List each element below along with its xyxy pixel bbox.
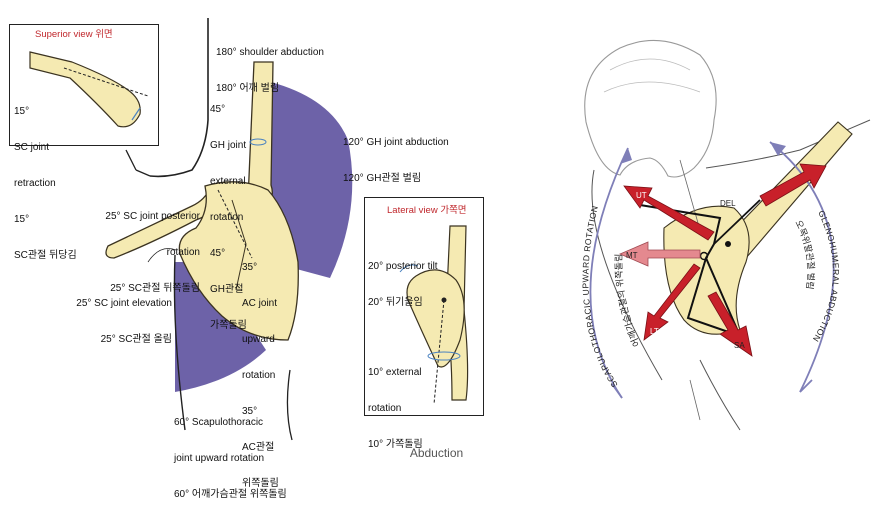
body-outline-lower bbox=[173, 254, 186, 431]
text-line: GH joint bbox=[210, 140, 247, 151]
text-line: 45° bbox=[210, 104, 226, 115]
text-line: 20° posterior tilt bbox=[368, 261, 438, 272]
text-line: retraction bbox=[14, 178, 56, 189]
arc-text: GLENOHUMERAL ABDUCTION bbox=[811, 209, 841, 344]
lateral-scapula bbox=[406, 269, 465, 368]
sc-posterior-rotation-label: 25° SC joint posterior rotation 25° SC관절… bbox=[50, 187, 200, 307]
text-line: 35° bbox=[242, 262, 258, 273]
text-line: rotation bbox=[166, 247, 200, 258]
text-line: 25° SC관절 올림 bbox=[100, 334, 172, 345]
body-outline-right bbox=[286, 369, 293, 441]
muscle-arrow-sa: SA bbox=[707, 291, 753, 357]
body-line bbox=[705, 119, 871, 169]
superior-clavicle bbox=[29, 51, 141, 128]
text-line: rotation bbox=[210, 212, 244, 223]
text-line: SC joint bbox=[14, 142, 50, 153]
text-line: 180° shoulder abduction bbox=[216, 47, 324, 58]
scapulothoracic-wedge bbox=[175, 262, 266, 392]
muscle-label: SA bbox=[734, 341, 745, 350]
muscle-arrow-lt: LT bbox=[643, 263, 701, 341]
muscle-arrow-mt: MT bbox=[618, 241, 701, 267]
scapula-bone-right bbox=[663, 205, 750, 335]
text-line: 15° bbox=[14, 214, 30, 225]
text-line: 20° 뒤기울임 bbox=[368, 297, 423, 308]
text-line: rotation bbox=[242, 370, 276, 381]
body-outline bbox=[149, 18, 209, 178]
text-line: 25° SC joint elevation bbox=[76, 298, 172, 309]
sc-elevation-label: 25° SC joint elevation 25° SC관절 올림 bbox=[30, 274, 172, 358]
gh-abduction-label: 120° GH joint abduction 120° GH관절 벌림 bbox=[343, 113, 449, 197]
right-figure-drawing: SCAPULOTHORACIC UPWARD ROTATION 어깨가슴관절의 … bbox=[580, 39, 871, 431]
text-line: rotation bbox=[368, 403, 402, 414]
arc-right-kr-label: 오목위팔관절 벌림 bbox=[792, 219, 817, 291]
text-line: 60° 어깨가슴관절 위쪽돌림 bbox=[174, 489, 287, 500]
muscle-label: DEL bbox=[720, 199, 736, 208]
arc-left-label: SCAPULOTHORACIC UPWARD ROTATION bbox=[580, 204, 619, 389]
text-line: 60° Scapulothoracic bbox=[174, 417, 264, 428]
arc-text: 어깨가슴관절의 위쪽돌림 bbox=[613, 254, 643, 349]
text-line: 15° bbox=[14, 106, 30, 117]
neck-lines bbox=[125, 149, 151, 177]
superior-view-title: Superior view 위면 bbox=[35, 29, 113, 40]
text-line: AC joint bbox=[242, 298, 278, 309]
muscle-label: MT bbox=[626, 251, 638, 260]
gh-external-rotation-label: 45° GH joint external rotation 45° GH관절 … bbox=[210, 80, 247, 344]
text-line: external bbox=[210, 176, 246, 187]
text-line: 45° bbox=[210, 248, 226, 259]
glenohumeral-arc bbox=[769, 141, 835, 393]
arc-left-kr-label: 어깨가슴관절의 위쪽돌림 bbox=[613, 254, 643, 349]
text-line: 120° GH joint abduction bbox=[343, 137, 449, 148]
text-line: AC관절 bbox=[242, 442, 275, 453]
scapula-spine bbox=[231, 199, 247, 291]
scapula-bone bbox=[178, 181, 299, 341]
lateral-view-inset: Lateral view 가쪽면 bbox=[364, 197, 484, 416]
text-line: 120° GH관절 벌림 bbox=[343, 173, 422, 184]
body-line bbox=[699, 359, 741, 431]
text-line: GH관절 bbox=[210, 284, 244, 295]
arc-right-label: GLENOHUMERAL ABDUCTION bbox=[811, 209, 841, 344]
text-line: joint upward rotation bbox=[174, 453, 265, 464]
superior-view-inset: Superior view 위면 bbox=[9, 24, 159, 146]
muscle-label: UT bbox=[636, 191, 647, 200]
body-line bbox=[591, 169, 663, 381]
text-line: 25° SC joint posterior bbox=[105, 211, 200, 222]
head-outline bbox=[584, 39, 717, 178]
text-line: 10° 가쪽돌림 bbox=[368, 439, 423, 450]
lateral-external-rotation-label: 10° external rotation 10° 가쪽돌림 bbox=[368, 343, 423, 463]
shoulder-abduction-label: 180° shoulder abduction 180° 어깨 벌림 bbox=[216, 23, 324, 107]
text-line: 180° 어깨 벌림 bbox=[216, 83, 280, 94]
text-line: 가쪽돌림 bbox=[210, 320, 247, 331]
scapulothoracic-arc bbox=[589, 147, 629, 399]
figure-caption: Abduction bbox=[409, 446, 464, 460]
lateral-view-title: Lateral view 가쪽면 bbox=[387, 205, 467, 216]
text-line: upward bbox=[242, 334, 275, 345]
muscle-arrow-del: DEL bbox=[720, 163, 827, 214]
text-line: 10° external bbox=[368, 367, 422, 378]
text-line: 25° SC관절 뒤쪽돌림 bbox=[110, 283, 200, 294]
left-figure-drawing bbox=[29, 18, 469, 441]
text-line: SC관절 뒤당김 bbox=[14, 250, 77, 261]
muscle-label: LT bbox=[650, 327, 659, 336]
text-line: 35° bbox=[242, 406, 258, 417]
muscle-arrow-ut: UT bbox=[623, 185, 715, 241]
sc-retraction-label: 15° SC joint retraction 15° SC관절 뒤당김 bbox=[14, 82, 77, 274]
posterior-tilt-label: 20° posterior tilt 20° 뒤기울임 bbox=[368, 237, 438, 321]
arc-text: SCAPULOTHORACIC UPWARD ROTATION bbox=[580, 204, 619, 389]
arc-text: 오목위팔관절 벌림 bbox=[792, 219, 817, 291]
